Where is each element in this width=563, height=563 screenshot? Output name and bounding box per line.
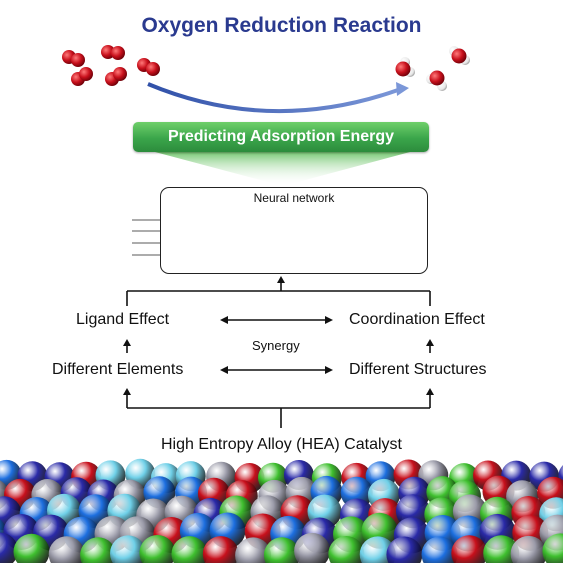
alloy-atom bbox=[386, 536, 423, 563]
alloy-atom bbox=[328, 536, 365, 563]
alloy-atom bbox=[202, 536, 239, 563]
alloy-atom bbox=[510, 535, 547, 563]
ligand-effect-label: Ligand Effect bbox=[76, 311, 170, 328]
alloy-atom bbox=[263, 537, 300, 563]
arrowheads bbox=[123, 276, 434, 395]
synergy-label: Synergy bbox=[252, 338, 300, 353]
alloy-atom bbox=[139, 535, 176, 563]
alloy-atom bbox=[171, 536, 208, 563]
projection-fan bbox=[155, 152, 410, 186]
different-elements-label: Different Elements bbox=[52, 361, 184, 378]
prediction-banner: Predicting Adsorption Energy bbox=[133, 122, 429, 152]
different-structures-label: Different Structures bbox=[349, 361, 487, 378]
alloy-atom bbox=[13, 533, 50, 563]
coordination-effect-label: Coordination Effect bbox=[349, 311, 485, 328]
hea-surface bbox=[0, 458, 563, 563]
neural-network-title: Neural network bbox=[253, 191, 335, 205]
neural-network-box bbox=[160, 187, 428, 274]
diagram-title: Oxygen Reduction Reaction bbox=[141, 14, 422, 37]
alloy-atom bbox=[542, 533, 563, 563]
alloy-atom bbox=[0, 532, 18, 563]
alloy-atom bbox=[294, 532, 331, 563]
oxygen-molecules bbox=[62, 45, 160, 86]
alloy-atom bbox=[80, 537, 117, 563]
alloy-atom bbox=[483, 535, 520, 563]
reaction-arrow bbox=[147, 82, 409, 114]
alloy-atom bbox=[110, 535, 146, 563]
alloy-atom bbox=[235, 537, 272, 563]
flow-arrows bbox=[126, 281, 431, 428]
alloy-atom bbox=[421, 536, 458, 563]
alloy-atom bbox=[451, 535, 488, 563]
alloy-atom bbox=[48, 536, 85, 563]
water-molecules bbox=[395, 46, 470, 91]
catalyst-label: High Entropy Alloy (HEA) Catalyst bbox=[161, 436, 402, 453]
